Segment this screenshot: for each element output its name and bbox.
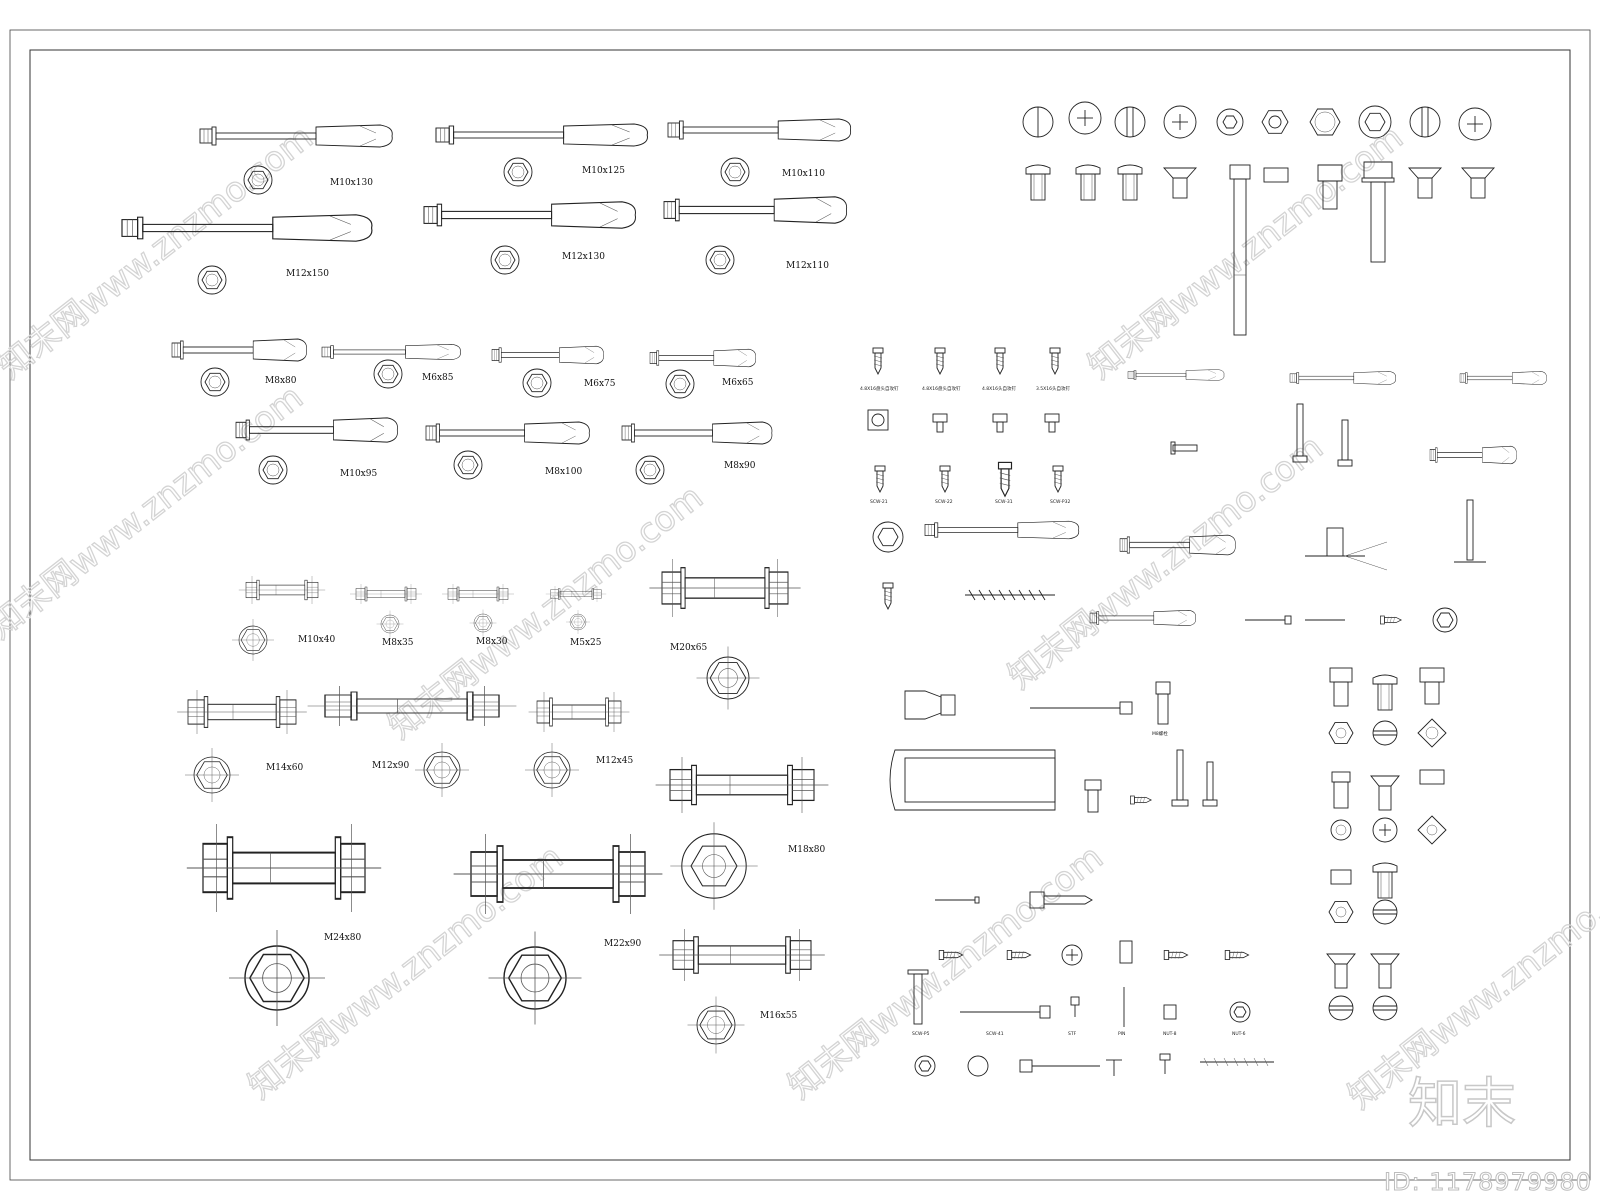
right-column-group xyxy=(1326,667,1447,1021)
small-label: 3.5X16头自攻钉 xyxy=(1036,385,1070,392)
small-label: SCW-P32 xyxy=(1050,499,1070,505)
anchor-label: M6x85 xyxy=(422,373,454,383)
small-label: SCW-31 xyxy=(995,499,1013,505)
brand-logo: 知末 xyxy=(1408,1072,1516,1135)
small-label: NUT-6 xyxy=(1232,1031,1246,1037)
anchor-label: M8x80 xyxy=(265,376,297,386)
hex-bolt-label: M18x80 xyxy=(788,845,825,855)
anchor-label: M12x130 xyxy=(562,252,605,262)
hex-bolt-group: M10x40 M8x35 M8x30 M5x25 M20x65 M14x60 M… xyxy=(176,558,830,1054)
watermark: 知末网www.znzmo.com xyxy=(0,377,311,647)
watermark: 知末网www.znzmo.com xyxy=(0,117,321,387)
watermark: 知末网www.znzmo.com xyxy=(381,477,711,747)
hex-bolt-label: M10x40 xyxy=(298,635,335,645)
anchor-label: M6x75 xyxy=(584,379,616,389)
small-label: M8螺栓 xyxy=(1152,730,1168,737)
misc-fastener-group: 4.8X16盘头自攻钉 4.8X16盘头自攻钉 4.8X16头自攻钉 3.5X1… xyxy=(860,347,1547,909)
small-label: 4.8X16盘头自攻钉 xyxy=(860,385,899,392)
small-label: NUT-8 xyxy=(1163,1031,1177,1037)
anchor-label: M6x65 xyxy=(722,378,754,388)
hex-bolt-label: M20x65 xyxy=(670,643,707,653)
anchor-label: M8x100 xyxy=(545,467,582,477)
small-label: 4.8X16盘头自攻钉 xyxy=(922,385,961,392)
anchor-label: M10x110 xyxy=(782,169,825,179)
small-label: SCW-21 xyxy=(870,499,888,505)
small-label: SCW-41 xyxy=(986,1031,1004,1037)
hex-bolt-label: M8x30 xyxy=(476,637,508,647)
small-label: PIN xyxy=(1118,1031,1125,1037)
hex-bolt-label: M16x55 xyxy=(760,1011,797,1021)
hex-bolt-label: M8x35 xyxy=(382,638,414,648)
small-label: 4.8X16头自攻钉 xyxy=(982,385,1016,392)
anchor-label: M10x95 xyxy=(340,469,377,479)
anchor-label: M10x130 xyxy=(330,178,373,188)
small-label: SCW-P5 xyxy=(912,1031,930,1037)
anchor-label: M12x150 xyxy=(286,269,329,279)
watermark: 知末网www.znzmo.com xyxy=(781,837,1111,1107)
small-label: SCW-22 xyxy=(935,499,953,505)
small-label: STF xyxy=(1068,1031,1077,1037)
small-fastener-group: SCW-P5 SCW-41 STF PIN NUT-8 NUT-6 xyxy=(907,940,1274,1077)
anchor-label: M10x125 xyxy=(582,166,625,176)
anchor-label: M8x90 xyxy=(724,461,756,471)
hex-bolt-label: M5x25 xyxy=(570,638,602,648)
hex-bolt-label: M24x80 xyxy=(324,933,361,943)
hex-bolt-label: M12x45 xyxy=(596,756,633,766)
image-id-text: ID: 1178979980 xyxy=(1384,1168,1592,1197)
screw-head-group xyxy=(1022,101,1496,336)
anchor-label: M12x110 xyxy=(786,261,829,271)
watermark: 知末网www.znzmo.com xyxy=(1001,427,1331,697)
hex-bolt-label: M14x60 xyxy=(266,763,303,773)
hex-bolt-label: M22x90 xyxy=(604,939,641,949)
hex-bolt-label: M12x90 xyxy=(372,761,409,771)
anchor-bolt-group: M10x130 M10x125 M10x110 M12x150 M12x130 … xyxy=(121,118,852,485)
